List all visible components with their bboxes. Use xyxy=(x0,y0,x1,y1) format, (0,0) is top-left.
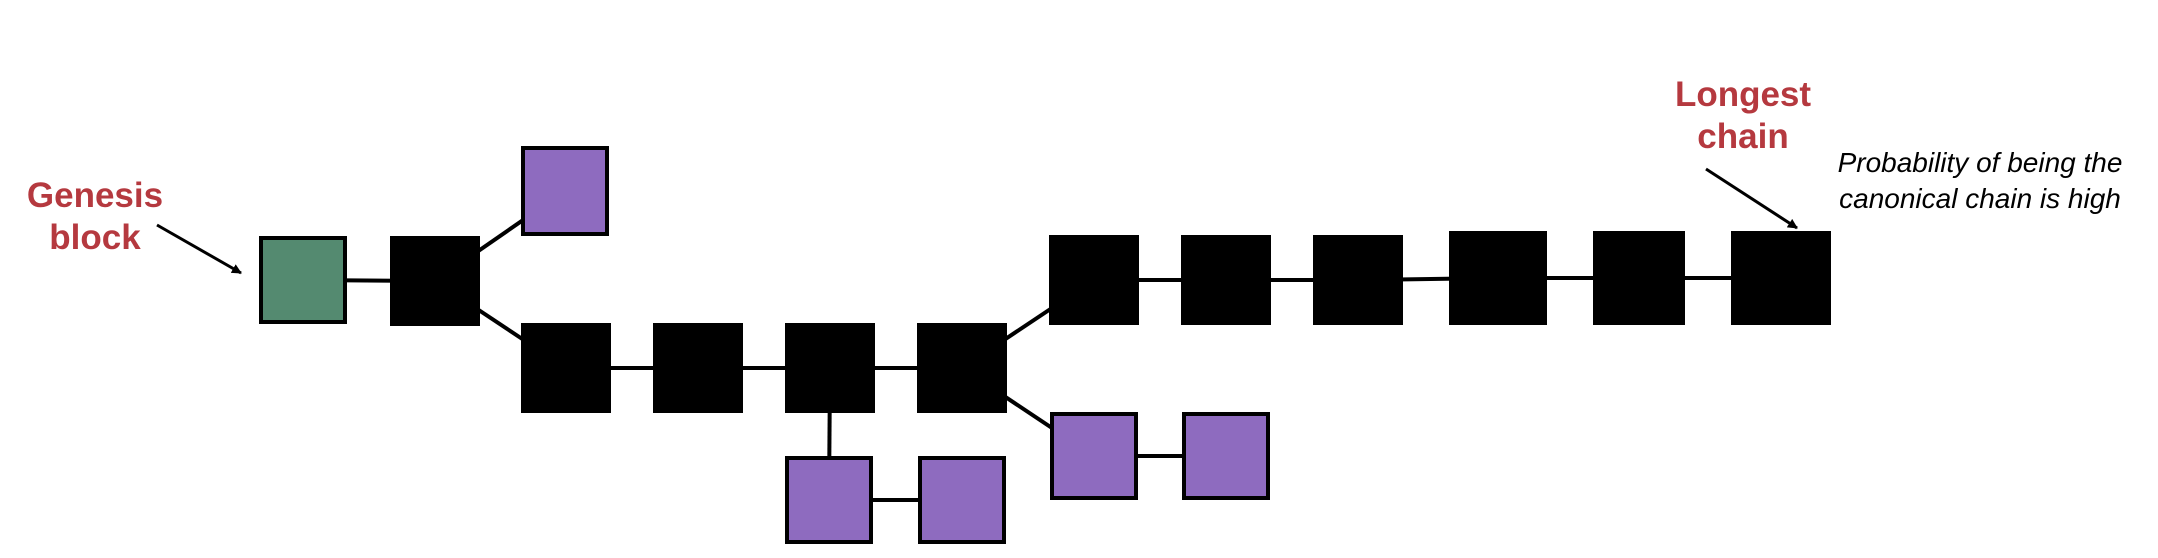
chain-block-b3 xyxy=(653,323,743,413)
orphan-block-o5 xyxy=(1182,412,1270,500)
chain-block-c2 xyxy=(1181,235,1271,325)
chain-block-c1 xyxy=(1049,235,1139,325)
chain-block-b4 xyxy=(785,323,875,413)
longest-chain-label: Longest chain xyxy=(1675,75,1811,156)
chain-block-c3 xyxy=(1313,235,1403,325)
orphan-block-o1 xyxy=(521,146,609,236)
note-line-2: canonical chain is high xyxy=(1839,183,2121,214)
orphan-block-o3 xyxy=(918,456,1006,544)
longest-chain-label-line-2: chain xyxy=(1697,117,1788,156)
orphan-block-o2 xyxy=(785,456,873,544)
chain-block-b2 xyxy=(521,323,611,413)
orphan-block-o4 xyxy=(1050,412,1138,500)
chain-block-c5 xyxy=(1593,231,1685,325)
genesis-block xyxy=(259,236,347,324)
chain-block-c4 xyxy=(1449,231,1547,325)
longest-chain-label-line-1: Longest xyxy=(1675,75,1811,114)
canonical-probability-note: Probability of being the canonical chain… xyxy=(1838,147,2123,214)
blocks xyxy=(259,146,1831,544)
note-line-1: Probability of being the xyxy=(1838,147,2123,178)
genesis-label-line-2: block xyxy=(49,218,141,257)
chain-block-b1 xyxy=(390,236,480,326)
longest-chain-arrow xyxy=(1705,167,1798,230)
genesis-arrow xyxy=(156,223,242,275)
genesis-label-line-1: Genesis xyxy=(27,176,163,215)
chain-block-b5 xyxy=(917,323,1007,413)
genesis-label: Genesis block xyxy=(27,176,163,257)
chain-block-c6 xyxy=(1731,231,1831,325)
